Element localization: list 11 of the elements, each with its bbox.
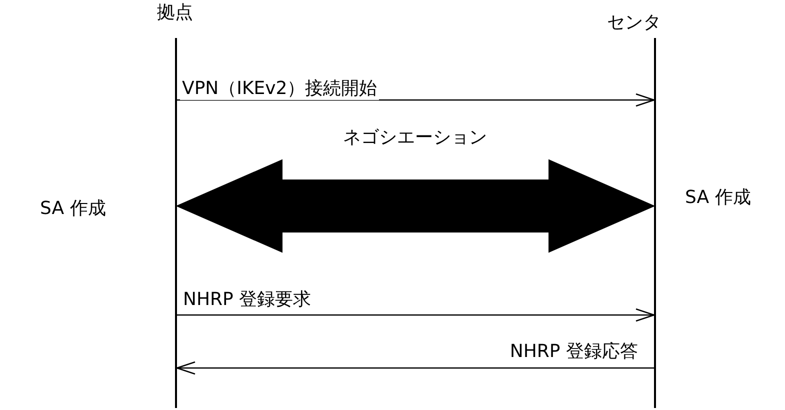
- lifeline: [175, 38, 177, 408]
- message-arrow: [177, 93, 655, 107]
- message-arrow: [177, 308, 655, 322]
- participant-label: 拠点: [157, 1, 193, 24]
- lifeline: [654, 38, 656, 408]
- message-arrow: [176, 361, 654, 375]
- participant-label: センタ: [607, 11, 661, 34]
- note-text: SA 作成: [40, 197, 106, 220]
- double-arrow: [176, 159, 656, 253]
- note-text: SA 作成: [685, 186, 751, 209]
- message-label: VPN（IKEv2）接続開始: [180, 76, 380, 100]
